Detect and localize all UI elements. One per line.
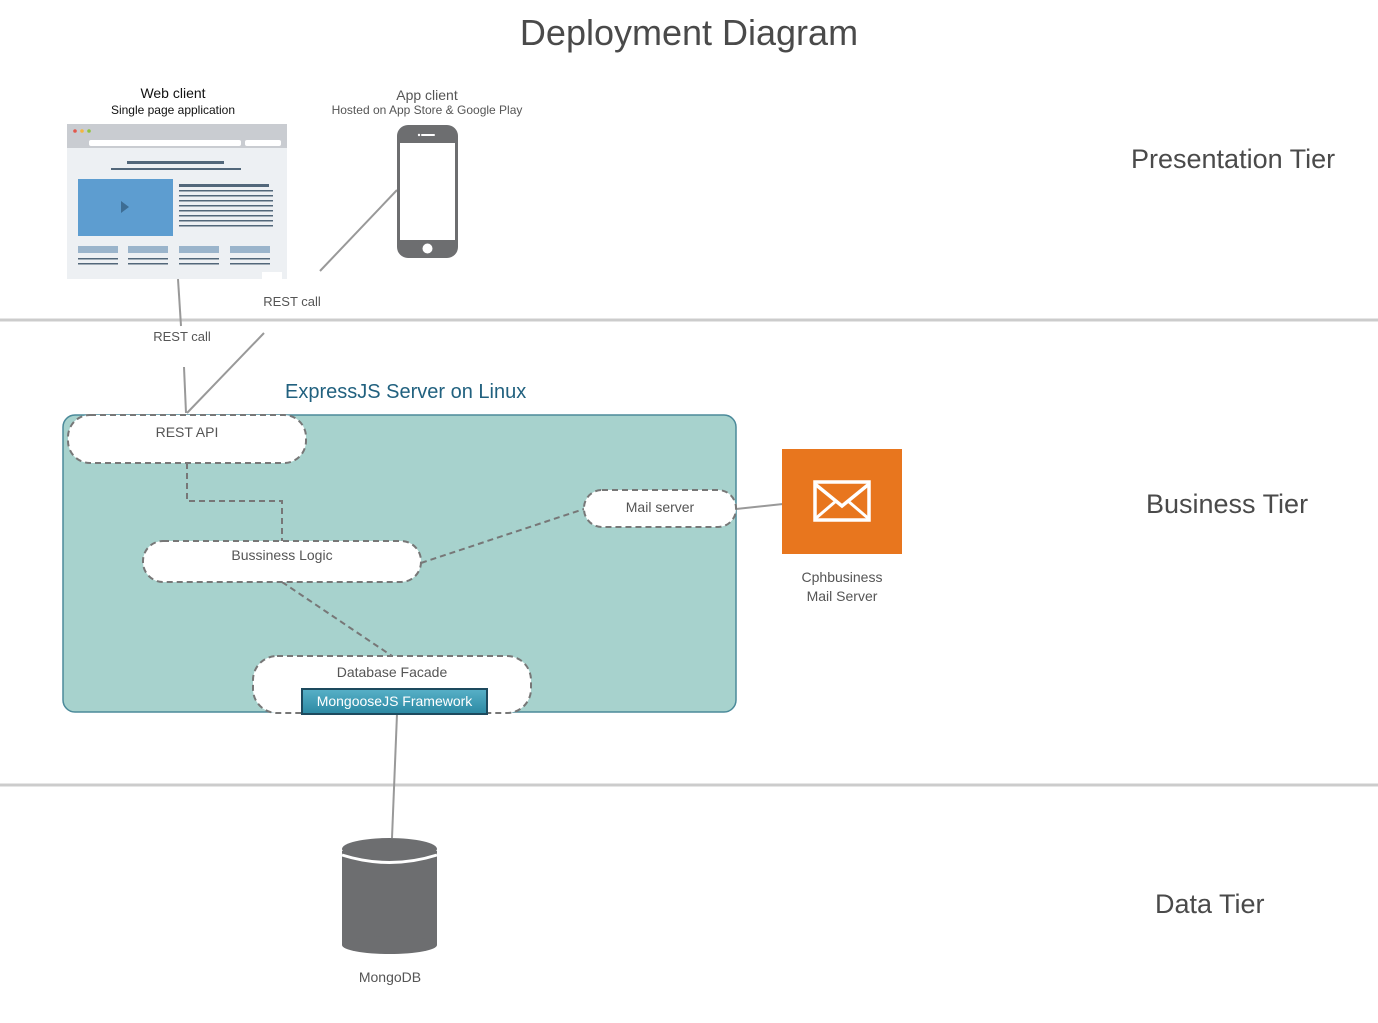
diagram-title: Deployment Diagram — [519, 12, 859, 53]
cph-mail-line1: Cphbusiness — [801, 569, 883, 585]
web-client-subtitle: Single page application — [110, 103, 236, 117]
mail-envelope-icon — [782, 449, 902, 554]
mongoose-framework-box: MongooseJS Framework — [301, 688, 488, 715]
mail-server-node — [583, 489, 737, 528]
web-client-title: Web client — [140, 85, 206, 101]
connector-app-rest-lower — [186, 332, 265, 414]
connector-mailserver-cph — [735, 503, 784, 510]
rest-api-node — [67, 414, 307, 464]
mail-server-label: Mail server — [625, 499, 695, 515]
mongodb-label: MongoDB — [358, 969, 422, 985]
database-cylinder-icon — [341, 838, 438, 954]
app-client-subtitle: Hosted on App Store & Google Play — [331, 103, 523, 117]
business-tier-label: Business Tier — [1146, 489, 1309, 519]
rest-api-label: REST API — [155, 424, 219, 440]
database-facade-label: Database Facade — [336, 664, 448, 680]
rest-call-label-app: REST call — [263, 294, 321, 309]
connector-facade-mongodb — [391, 713, 398, 839]
connector-app-rest — [319, 189, 398, 272]
connector-web-rest — [177, 278, 182, 327]
rest-call-label-web: REST call — [153, 329, 211, 344]
connector-logic-mail — [420, 508, 585, 564]
cph-mail-line2: Mail Server — [806, 588, 878, 604]
presentation-tier-label: Presentation Tier — [1131, 144, 1336, 174]
business-logic-label: Bussiness Logic — [231, 547, 333, 563]
connector-web-rest-lower — [183, 366, 187, 414]
data-tier-label: Data Tier — [1155, 889, 1265, 919]
app-client-title: App client — [396, 87, 458, 103]
smartphone-icon — [397, 125, 458, 258]
connector-logic-facade — [281, 581, 393, 657]
connector-restapi-logic — [186, 463, 283, 541]
express-server-title: ExpressJS Server on Linux — [285, 381, 527, 403]
browser-mockup-icon — [67, 124, 287, 279]
business-logic-node — [142, 540, 422, 583]
